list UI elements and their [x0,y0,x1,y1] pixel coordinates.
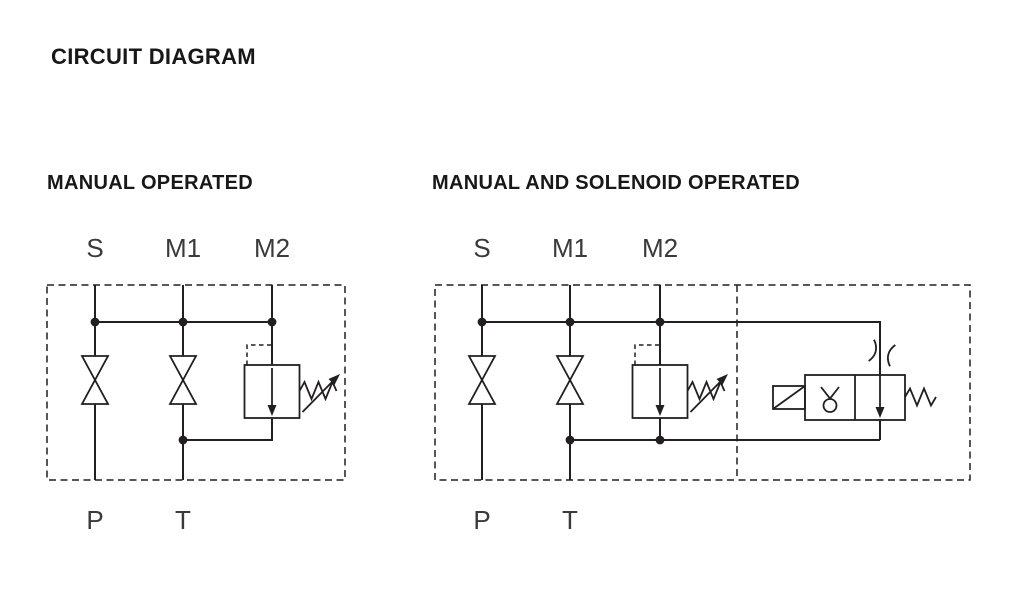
junction-dot [565,317,575,327]
junction-dot [267,317,277,327]
port-label-p: P [86,505,103,535]
shutoff-valve-symbol-s [468,355,496,405]
shutoff-valve-symbol-m1 [169,355,197,405]
junction-dot [178,435,188,445]
junction-dot [90,317,100,327]
manual-operated-heading: MANUAL OPERATED [47,172,253,194]
page-title: CIRCUIT DIAGRAM [51,44,256,69]
solenoid-valve-symbol [772,339,937,421]
manual-solenoid-schematic: S M1 M2 P T [434,233,971,535]
junction-dot [565,435,575,445]
port-label-s: S [86,233,103,263]
relief-return-line [183,418,273,441]
port-label-m1: M1 [552,233,588,263]
return-line [570,418,881,441]
junction-dot [477,317,487,327]
pressure-relief-valve-symbol [631,344,729,419]
valve-block-envelope [434,284,971,481]
port-label-t: T [175,505,191,535]
manual-solenoid-heading: MANUAL AND SOLENOID OPERATED [432,172,801,194]
port-label-m2: M2 [254,233,290,263]
manual-operated-schematic: S M1 M2 P T [46,233,346,535]
port-label-t: T [562,505,578,535]
top-bus-line [482,321,881,375]
return-spring [904,386,937,408]
poppet-ball [822,398,838,413]
pressure-relief-valve-symbol [243,344,341,419]
valve-block-envelope [46,284,346,481]
port-label-m1: M1 [165,233,201,263]
solenoid-diagonal [772,385,806,410]
pilot-line-arcs [868,339,896,367]
shutoff-valve-symbol-m1 [556,355,584,405]
shutoff-valve-symbol-s [81,355,109,405]
port-label-s: S [473,233,490,263]
junction-dot [178,317,188,327]
solenoid-actuator-icon [772,385,806,410]
junction-dot [655,317,665,327]
flow-arrowhead [875,407,885,418]
poppet-seat [820,386,840,400]
junction-dot [655,435,665,445]
port-label-m2: M2 [642,233,678,263]
port-label-p: P [473,505,490,535]
